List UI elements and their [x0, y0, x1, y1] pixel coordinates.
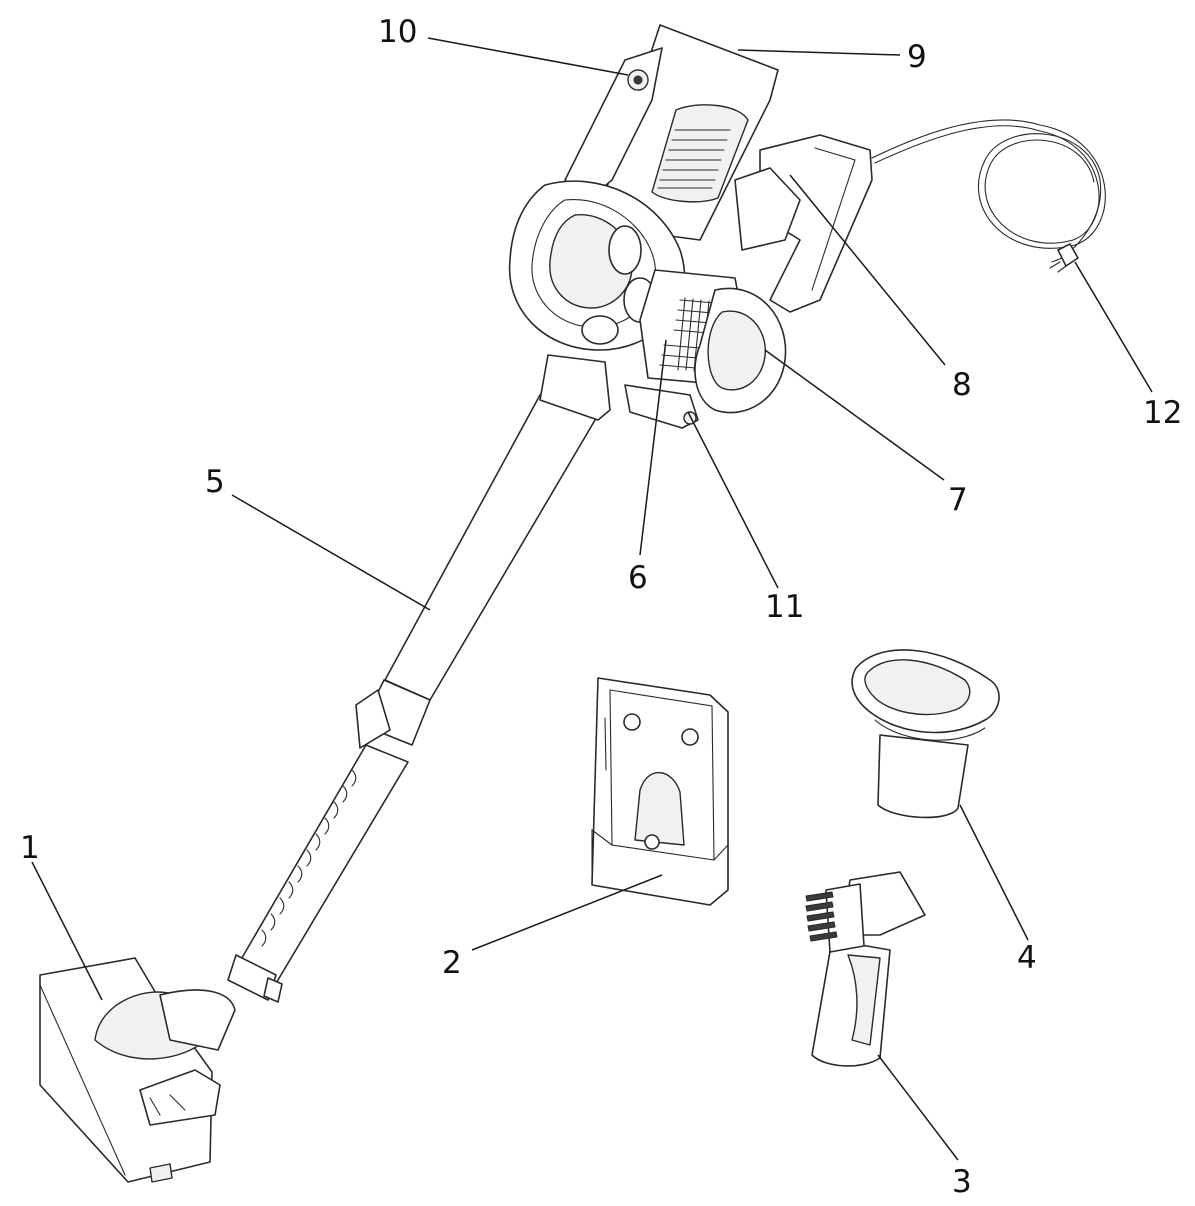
- crevice-brush-tool: [805, 871, 926, 1067]
- callout-8: 8: [952, 367, 972, 403]
- release-button: [683, 411, 697, 425]
- wall-bracket: [591, 677, 729, 906]
- power-cord: [871, 119, 1106, 273]
- vent-slots: [657, 129, 731, 189]
- extension-tube: [227, 394, 599, 1003]
- leader-6: [639, 339, 667, 556]
- leader-9: [737, 49, 901, 56]
- leader-8: [789, 174, 946, 366]
- floor-brush: [39, 957, 236, 1183]
- handheld-main-unit: [508, 24, 873, 429]
- callout-4: 4: [1017, 940, 1037, 976]
- callout-3: 3: [952, 1164, 972, 1200]
- callout-9: 9: [907, 39, 927, 75]
- cyclone-cones: [581, 225, 657, 345]
- callout-12: 12: [1143, 395, 1182, 431]
- leader-11: [687, 411, 779, 589]
- filter-mesh: [659, 297, 716, 373]
- callout-labels: 1 2 3 4 5 6 7 8 9 10 11 12: [20, 14, 1182, 1200]
- wide-upholstery-nozzle: [851, 649, 1000, 819]
- callout-1: 1: [20, 830, 40, 866]
- callout-2: 2: [442, 945, 462, 981]
- leader-lines: [31, 37, 1153, 1161]
- leader-5: [231, 494, 431, 611]
- leader-2: [471, 874, 663, 951]
- leader-3: [877, 1054, 959, 1161]
- callout-6: 6: [628, 560, 648, 596]
- leader-4: [959, 804, 1029, 941]
- leader-12: [1074, 261, 1153, 393]
- leader-7: [764, 349, 945, 481]
- hose-ribs: [261, 769, 357, 947]
- leader-10: [427, 37, 629, 76]
- callout-7: 7: [948, 482, 968, 518]
- callout-10: 10: [378, 14, 417, 50]
- brush-bristles: [805, 891, 838, 942]
- callout-11: 11: [765, 589, 804, 625]
- leader-1: [31, 861, 103, 1001]
- callout-5: 5: [205, 464, 225, 500]
